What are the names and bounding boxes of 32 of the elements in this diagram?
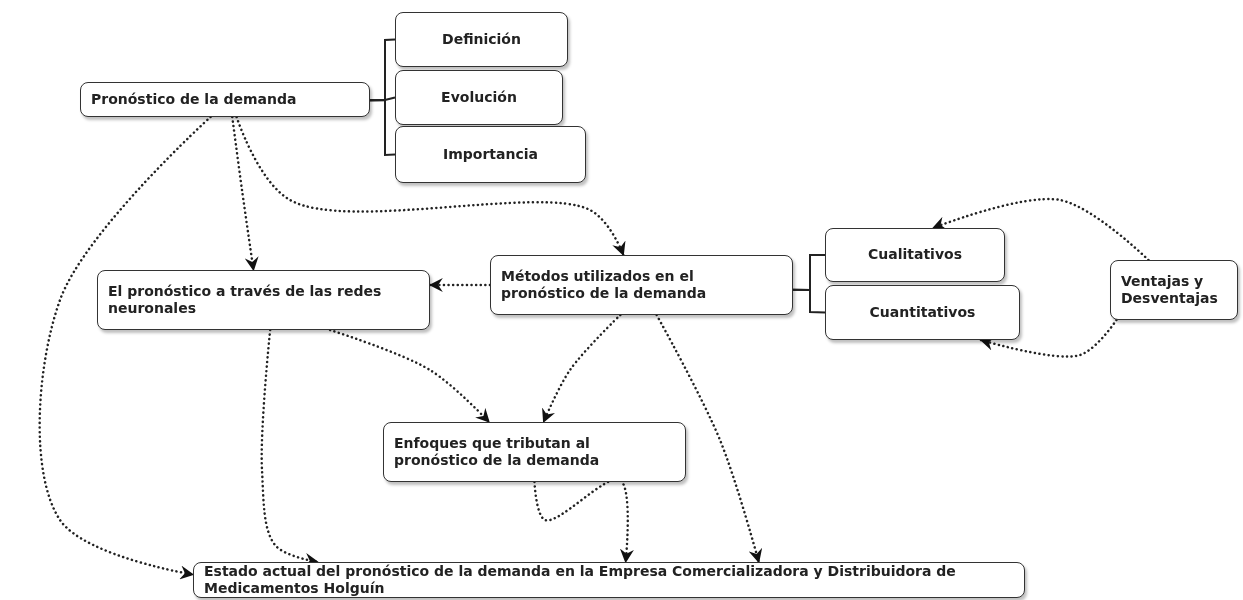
connector-line [369, 99, 396, 157]
topic-label: El pronóstico a través de las redes neuronales [108, 282, 383, 318]
topic-label: Cuantitativos [869, 303, 976, 322]
topic-label: Pronóstico de la demanda [91, 90, 297, 109]
topic-box [395, 70, 563, 125]
dotted-arrow [428, 278, 492, 292]
topic-box [383, 422, 686, 482]
topic-label: Importancia [443, 145, 538, 164]
topic-box [395, 12, 568, 67]
topic-label: Evolución [441, 88, 517, 107]
topic-label: Enfoques que tributan al pronóstico de la demanda [394, 434, 601, 470]
topic-label: Definición [442, 30, 521, 49]
topic-label: Ventajas y Desventajas [1121, 272, 1219, 308]
dotted-arrow [931, 197, 1150, 262]
topic-label: Estado actual del pronóstico de la demanda en la Empresa Comercializadora y Distribuidora de Medicamentos Holguín [204, 562, 957, 598]
topic-box [825, 228, 1005, 282]
topic-box [1110, 260, 1238, 320]
connector-line [792, 288, 826, 314]
topic-box [490, 255, 793, 315]
topic-box [395, 126, 586, 183]
dotted-arrow [231, 115, 259, 272]
dotted-arrow [542, 313, 622, 424]
topic-box [97, 270, 430, 330]
topic-label: Cualitativos [868, 246, 962, 264]
dotted-arrow [38, 115, 212, 580]
dotted-arrow [979, 318, 1118, 358]
topic-box [80, 82, 370, 117]
dotted-arrow [328, 328, 491, 424]
dotted-arrow [655, 313, 763, 564]
dotted-arrow [235, 115, 626, 257]
topic-label: Métodos utilizados en el pronóstico de la demanda [501, 267, 708, 303]
topic-box [825, 285, 1020, 340]
